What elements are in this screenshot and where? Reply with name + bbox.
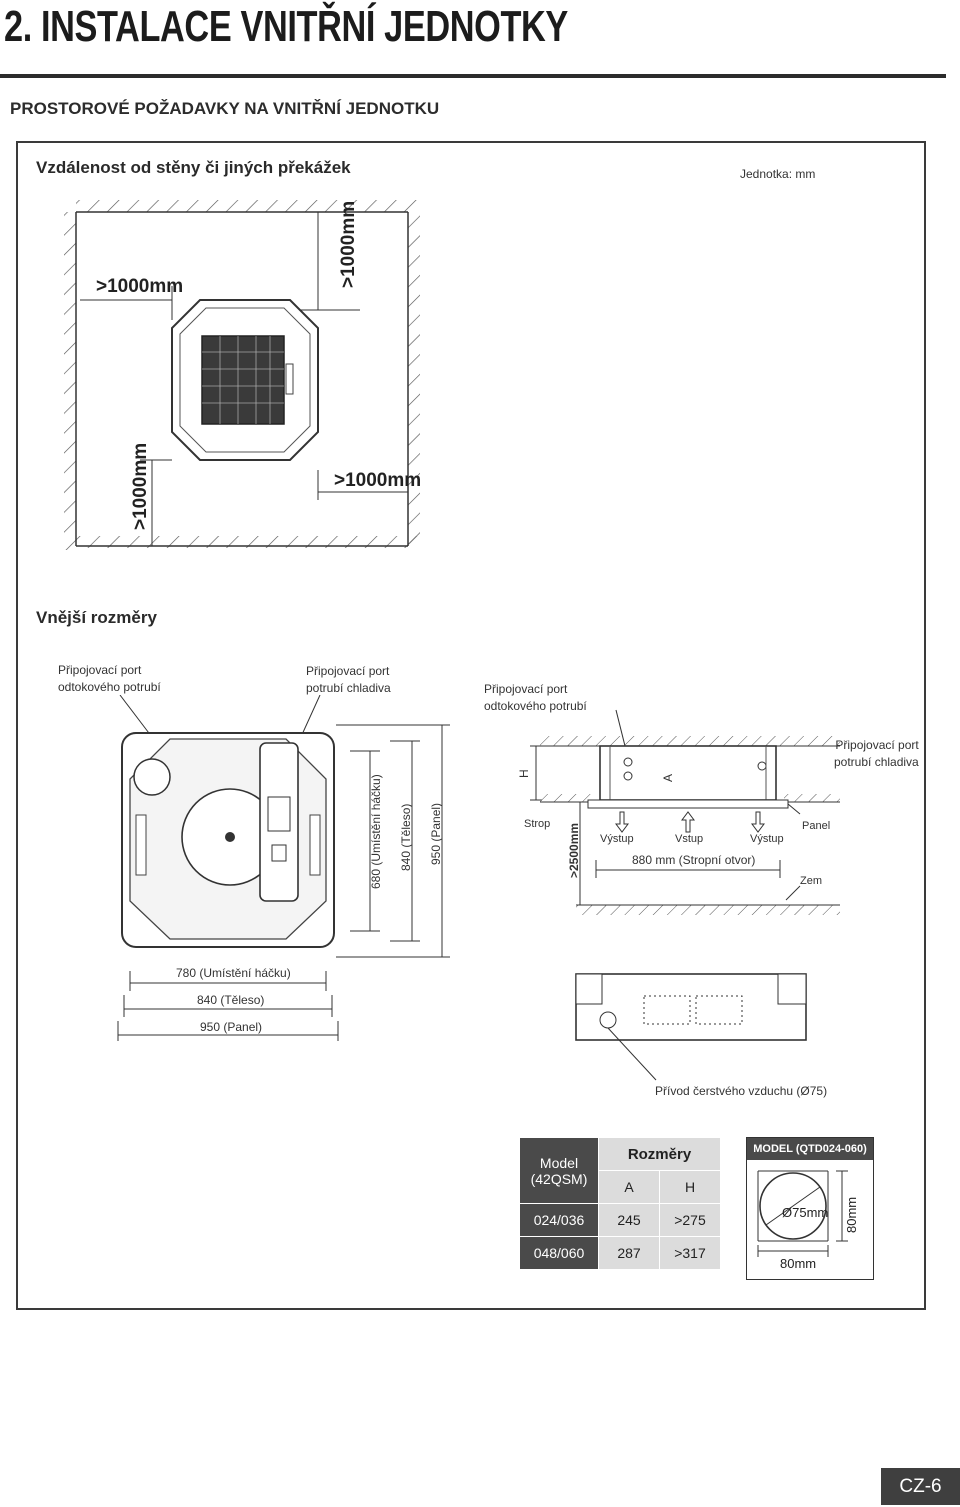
- fresh-air-detail-box: MODEL (QTD024-060): [746, 1137, 874, 1280]
- clearance-diagram: >1000mm >1000mm >1000mm >1000mm: [64, 200, 422, 550]
- dim-right-text: >1000mm: [334, 470, 421, 491]
- plan-drain-label: Připojovací port odtokového potrubí: [58, 663, 161, 694]
- dim-a-label: A: [661, 774, 675, 782]
- row-model: 048/060: [519, 1236, 599, 1270]
- row-h: >317: [659, 1236, 721, 1270]
- dim-hook-v: 680 (Umístění háčku): [369, 774, 383, 889]
- outer-heading: Vnější rozměry: [36, 608, 157, 627]
- inlet-label: Vstup: [675, 833, 703, 845]
- dimensions-table: Model (42QSM) Rozměry A H 024/036 245 >2…: [519, 1137, 721, 1270]
- height-label: 80mm: [844, 1197, 859, 1233]
- row-a: 287: [598, 1236, 660, 1270]
- title-rule: [0, 74, 946, 78]
- panel-label: Panel: [802, 820, 830, 832]
- dim-body-h: 840 (Těleso): [197, 993, 264, 1007]
- clearance-heading: Vzdálenost od stěny či jiných překážek: [36, 158, 351, 177]
- row-h: >275: [659, 1203, 721, 1237]
- col-a-header: A: [598, 1170, 660, 1204]
- dim-top-text: >1000mm: [338, 201, 359, 288]
- row-a: 245: [598, 1203, 660, 1237]
- side-view-diagram: H A Strop Panel Výstup Vstup Výstup 880 …: [517, 709, 840, 915]
- side-refrigerant-label: Připojovací port potrubí chladiva: [834, 738, 919, 769]
- model-header: Model (42QSM): [519, 1137, 599, 1204]
- dim-body-v: 840 (Těleso): [399, 804, 413, 871]
- fresh-air-unit-diagram: [575, 973, 807, 1081]
- dim-left-text: >1000mm: [96, 276, 183, 297]
- cassette-unit: [171, 299, 319, 461]
- fresh-air-detail-diagram: Ø75mm 80mm 80mm: [757, 1170, 859, 1271]
- dim-h-label: H: [517, 769, 531, 778]
- dim-hook-h: 780 (Umístění háčku): [176, 966, 291, 980]
- outlet-left-label: Výstup: [600, 833, 634, 845]
- ceiling-label: Strop: [524, 818, 550, 830]
- outlet-right-label: Výstup: [750, 833, 784, 845]
- plan-refrigerant-label: Připojovací port potrubí chladiva: [306, 664, 391, 695]
- page-number-badge: CZ-6: [881, 1468, 960, 1505]
- side-drain-label: Připojovací port odtokového potrubí: [484, 682, 587, 713]
- height-dim-label: >2500mm: [567, 823, 581, 878]
- content-frame: [16, 141, 926, 1310]
- section-subtitle: PROSTOROVÉ POŽADAVKY NA VNITŘNÍ JEDNOTKU: [10, 99, 440, 118]
- dim-bottom-text: >1000mm: [130, 443, 151, 530]
- dim-panel-h: 950 (Panel): [200, 1020, 262, 1034]
- page-title: 2. INSTALACE VNITŘNÍ JEDNOTKY: [4, 2, 568, 51]
- opening-label: 880 mm (Stropní otvor): [632, 853, 755, 867]
- row-model: 024/036: [519, 1203, 599, 1237]
- diameter-label: Ø75mm: [782, 1205, 828, 1220]
- width-label: 80mm: [780, 1256, 816, 1271]
- floor-label: Zem: [800, 875, 822, 887]
- plan-view-diagram: 680 (Umístění háčku) 840 (Těleso) 950 (P…: [117, 695, 450, 1041]
- dim-panel-v: 950 (Panel): [429, 803, 443, 865]
- unit-label: Jednotka: mm: [740, 167, 816, 181]
- col-h-header: H: [659, 1170, 721, 1204]
- detail-title: MODEL (QTD024-060): [747, 1138, 873, 1160]
- fresh-air-label: Přívod čerstvého vzduchu (Ø75): [655, 1084, 828, 1098]
- dims-header: Rozměry: [598, 1137, 721, 1171]
